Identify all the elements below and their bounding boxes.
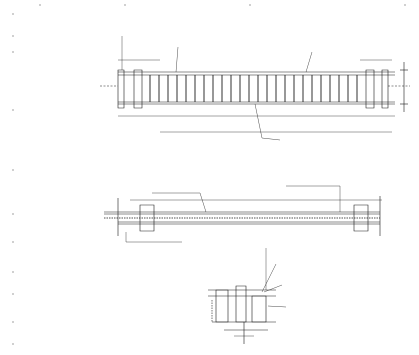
elevation-balusters xyxy=(150,75,357,102)
section-detail xyxy=(208,286,276,344)
plan-leaders xyxy=(126,186,340,242)
plan-view xyxy=(104,196,382,236)
elevation-leaders xyxy=(122,36,312,140)
margin-ticks xyxy=(12,4,405,344)
elevation-view xyxy=(100,60,410,132)
detail-leaders xyxy=(262,248,286,307)
